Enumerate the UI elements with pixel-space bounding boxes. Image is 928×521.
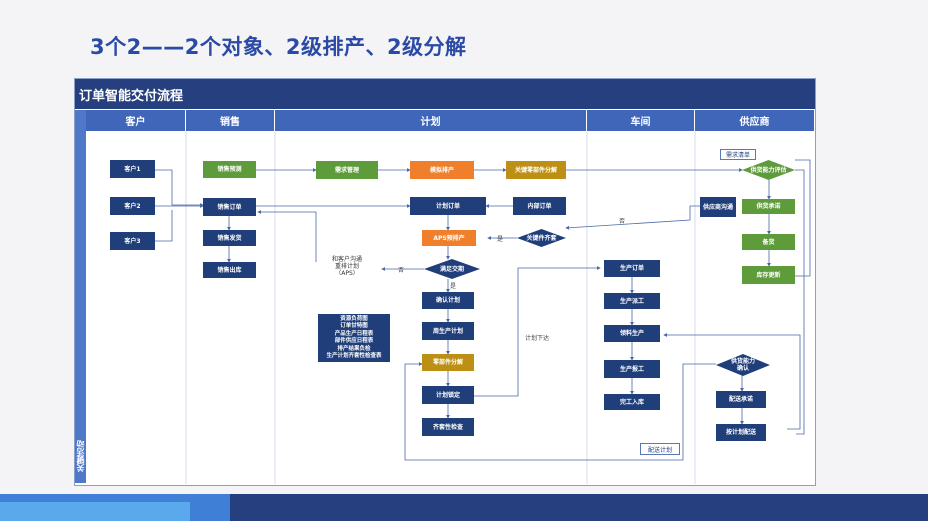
node-customer-1: 客户1	[110, 160, 155, 178]
node-completion-storage: 完工入库	[604, 394, 660, 410]
node-simulated-scheduling: 模拟排产	[410, 161, 474, 179]
flow-connectors	[155, 159, 811, 461]
edge-label-yes-kitting: 是	[497, 236, 504, 243]
node-internal-order: 内部订单	[513, 197, 566, 215]
footer-accent-light	[0, 502, 190, 521]
frame-title: 订单智能交付流程	[79, 89, 184, 104]
node-supply-commitment: 供货承诺	[742, 199, 795, 214]
doc-delivery-plan: 配送计划	[640, 443, 680, 455]
lane-header-planning: 计划	[275, 110, 587, 131]
lane-header-workshop: 车间	[587, 110, 695, 131]
node-kitting-check: 齐套性检查	[422, 418, 474, 436]
node-material-production: 领料生产	[604, 325, 660, 342]
decision-supply-capacity-confirm-label: 供货能力 确认	[730, 358, 755, 372]
node-sales-delivery: 销售发货	[203, 230, 256, 246]
node-planned-order: 计划订单	[410, 197, 486, 215]
node-report-list: 资源负荷图 订单甘特图 产品生产日程表 部件供应日程表 排产结果负检 生产计划齐…	[318, 314, 390, 362]
edge-label-no-deadline: 否	[398, 267, 405, 274]
node-production-report: 生产报工	[604, 360, 660, 378]
node-supplier-communication: 供应商沟通	[700, 197, 736, 217]
lane-header-sales: 销售	[186, 110, 275, 131]
decision-supply-capacity-confirm: 供货能力 确认	[716, 354, 770, 376]
lane-header-customer: 客户	[86, 110, 186, 131]
diagram-frame: 订单智能交付流程	[74, 78, 816, 486]
node-plan-lock: 计划锁定	[422, 386, 474, 404]
node-inventory-update: 库存更新	[742, 266, 795, 284]
edge-label-yes-deadline: 是	[450, 283, 457, 290]
node-customer-3: 客户3	[110, 232, 155, 250]
node-confirm-plan: 确认计划	[422, 292, 474, 309]
decision-meet-deadline: 满足交期	[424, 259, 480, 279]
node-production-dispatch: 生产派工	[604, 293, 660, 309]
node-customer-replan: 和客户沟通 重排计划 （APS）	[331, 256, 362, 277]
node-customer-2: 客户2	[110, 197, 155, 215]
side-band	[75, 110, 86, 483]
decision-supply-capacity-assessment: 供货能力评估	[742, 160, 795, 180]
node-sales-outbound: 销售出库	[203, 262, 256, 278]
node-aps-prescheduling: APS预排产	[422, 230, 476, 246]
node-scheduled-delivery: 按计划配送	[716, 424, 766, 441]
node-weekly-production-plan: 周生产计划	[422, 322, 474, 340]
decision-meet-deadline-label: 满足交期	[439, 265, 464, 273]
lane-dividers	[185, 131, 696, 484]
decision-key-parts-kitting: 关键件齐套	[517, 229, 566, 247]
node-production-order: 生产订单	[604, 260, 660, 277]
frame-header: 订单智能交付流程	[75, 79, 815, 109]
lane-header-supplier: 供应商	[695, 110, 815, 131]
edge-label-plan-release: 计划下达	[525, 335, 550, 342]
node-stock-preparation: 备货	[742, 234, 795, 250]
node-key-parts-decomposition: 关键零部件分解	[506, 161, 566, 179]
edge-label-no-supplier: 否	[619, 218, 626, 225]
node-parts-decomposition: 零部件分解	[422, 354, 474, 371]
node-delivery-commitment: 配送承诺	[716, 391, 766, 408]
doc-demand-list: 需求清单	[720, 149, 756, 160]
decision-key-parts-kitting-label: 关键件齐套	[526, 234, 557, 242]
decision-supply-capacity-assessment-label: 供货能力评估	[750, 166, 787, 174]
node-sales-forecast: 销售预测	[203, 161, 256, 178]
slide-title: 3个2——2个对象、2级排产、2级分解	[90, 35, 467, 59]
node-demand-management: 需求管理	[316, 161, 378, 179]
node-sales-order: 销售订单	[203, 198, 256, 216]
